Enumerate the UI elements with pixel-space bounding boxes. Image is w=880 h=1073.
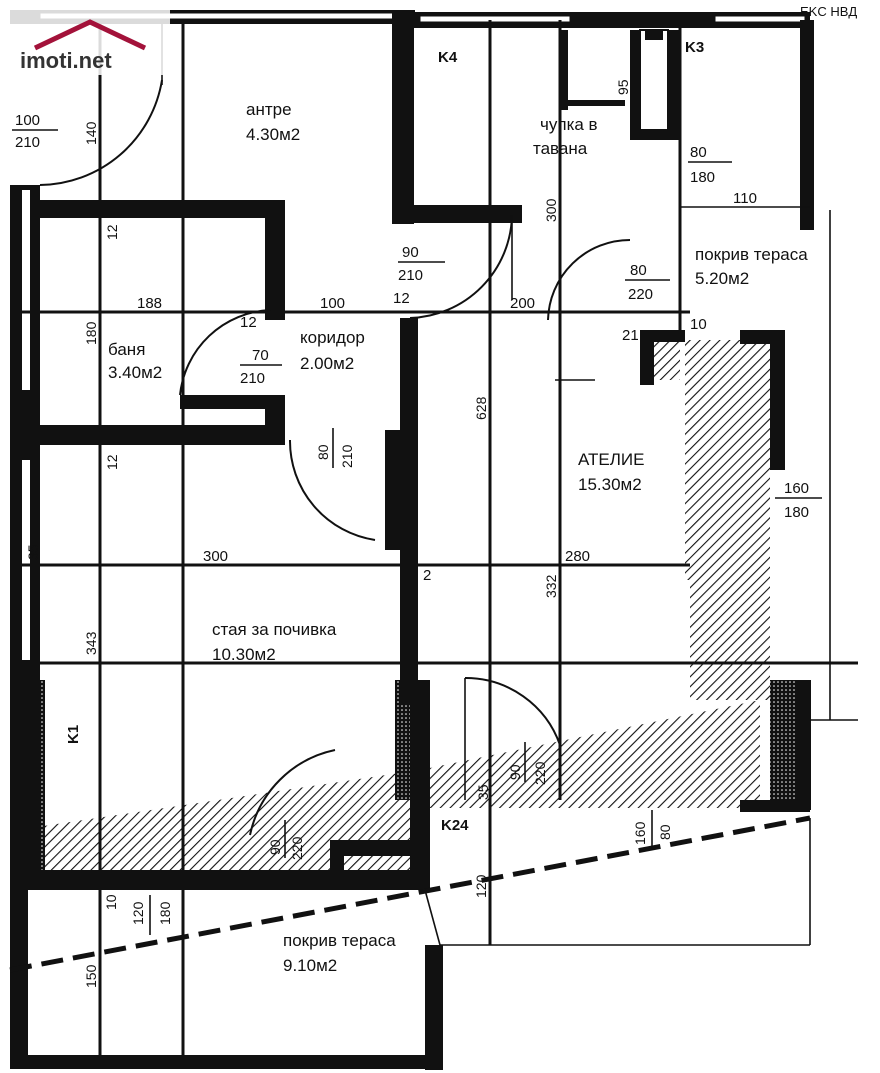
door-dim-w: 90 [402,244,419,261]
dim-180: 180 [157,901,173,925]
column-k1: K1 [65,725,82,744]
dim-2: 2 [423,567,431,584]
watermark-code: EKC HBД [800,4,857,19]
door-dim-w: 160 [632,821,648,845]
door-dim-w: 160 [784,480,809,497]
dim-120: 120 [473,874,489,898]
room-koridor-name: коридор [300,328,365,347]
room-terrace-bottom-area: 9.10м2 [283,956,337,975]
dim-180: 180 [83,321,99,345]
room-antre-name: антре [246,100,292,119]
dim-150: 150 [83,964,99,988]
dim-21: 21 [622,327,639,344]
dim-35: 35 [475,784,491,800]
dim-300: 300 [543,198,559,222]
door-dim-h: 220 [289,836,305,860]
dim-120: 120 [130,901,146,925]
door-dim-h: 180 [784,504,809,521]
dim-332: 332 [543,574,559,598]
axis-grid [9,20,858,1065]
dim-35: 35 [25,544,41,560]
door-dim-h: 220 [628,286,653,303]
door-dim-h: 210 [240,370,265,387]
dim-12: 12 [104,224,120,240]
door-swings [39,20,631,836]
room-terrace-top-name: покрив тераса [695,245,808,264]
door-dim-h: 210 [398,267,423,284]
dim-10: 10 [103,894,119,910]
room-atelie-name: АТЕЛИЕ [578,450,644,469]
column-markers: K1 K4 K3 K24 [65,39,704,834]
door-dim-w: 80 [630,262,647,279]
dim-140: 140 [83,121,99,145]
dim-10: 10 [690,316,707,333]
dim-280: 280 [565,548,590,565]
dim-188: 188 [137,295,162,312]
room-staya-name: стая за почивка [212,620,337,639]
dim-343: 343 [83,631,99,655]
column-k24: K24 [441,817,469,834]
column-k4: K4 [438,49,458,66]
hatch-label-line1: чупка в [540,115,598,134]
door-dim-w: 70 [252,347,269,364]
hatch-label-line2: тавана [533,139,588,158]
room-banya-name: баня [108,340,145,359]
dim-95: 95 [615,79,631,95]
door-dim-w: 80 [690,144,707,161]
watermark: imoti.net EKC HBД [10,4,857,75]
dimensions: 140 95 300 110 12 188 100 12 200 12 10 2… [25,79,757,988]
room-banya-area: 3.40м2 [108,363,162,382]
dim-12: 12 [240,314,257,331]
door-dim-w: 90 [267,839,283,855]
room-terrace-top-area: 5.20м2 [695,269,749,288]
room-antre-area: 4.30м2 [246,125,300,144]
room-koridor-area: 2.00м2 [300,354,354,373]
dim-100: 100 [320,295,345,312]
dim-300: 300 [203,548,228,565]
dim-628: 628 [473,396,489,420]
column-k3: K3 [685,39,704,56]
dim-200: 200 [510,295,535,312]
door-dimensions: 100 210 90 210 80 220 80 180 70 210 80 2… [12,112,822,860]
dim-110: 110 [733,190,757,207]
door-dim-w: 90 [507,764,523,780]
door-dim-h: 210 [339,444,355,468]
room-atelie-area: 15.30м2 [578,475,642,494]
room-staya-area: 10.30м2 [212,645,276,664]
room-labels: антре 4.30м2 коридор 2.00м2 баня 3.40м2 … [108,100,808,975]
door-dim-w: 100 [15,112,40,129]
room-terrace-bottom-name: покрив тераса [283,931,396,950]
watermark-brand: imoti.net [20,48,112,73]
door-dim-h: 180 [690,169,715,186]
door-dim-h: 210 [15,134,40,151]
door-dim-h: 220 [532,761,548,785]
dim-12: 12 [104,454,120,470]
door-dim-w: 80 [315,444,331,460]
dim-12: 12 [393,290,410,307]
door-dim-h: 80 [657,824,673,840]
